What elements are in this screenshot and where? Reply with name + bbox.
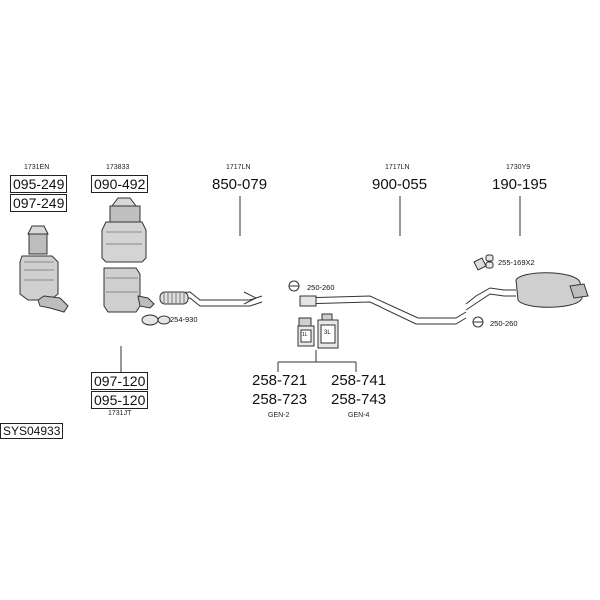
paste-can-large-label: 3L [324, 330, 331, 336]
clamp-number-255-169x2[interactable]: 255-169X2 [498, 258, 535, 267]
clamp-number-250-260-top[interactable]: 250-260 [307, 283, 335, 292]
paste-can-3l-drawing [317, 313, 339, 349]
paste-label-gen-2: GEN-2 [268, 412, 290, 419]
paste-number-258-723[interactable]: 258-723 [252, 391, 308, 408]
part-number-850-079[interactable]: 850-079 [212, 176, 268, 193]
paste-can-small-label: 1L [302, 332, 308, 338]
part-number-900-055[interactable]: 900-055 [372, 176, 428, 193]
part-ref-1731en: 1731EN [24, 164, 50, 171]
particulate-filter-173833-drawing [101, 197, 155, 313]
middle-pipe-900-055-drawing [299, 295, 467, 325]
part-ref-1717ln-middle: 1717LN [385, 164, 410, 171]
clamp-255-169x2-drawing [485, 254, 494, 269]
clamp-250-260-right-drawing [472, 316, 484, 328]
rear-silencer-190-195-drawing [465, 257, 589, 311]
system-id-badge: SYS04933 [0, 423, 64, 439]
part-number-095-120[interactable]: 095-120 [91, 391, 149, 409]
part-number-190-195[interactable]: 190-195 [492, 176, 548, 193]
clamp-number-254-930[interactable]: 254-930 [170, 315, 198, 324]
part-ref-1730y9: 1730Y9 [506, 164, 531, 171]
paste-number-258-743[interactable]: 258-743 [331, 391, 387, 408]
paste-number-258-721[interactable]: 258-721 [252, 372, 308, 389]
part-number-097-249[interactable]: 097-249 [10, 194, 68, 212]
paste-number-258-741[interactable]: 258-741 [331, 372, 387, 389]
paste-label-gen-4: GEN-4 [348, 412, 370, 419]
clamp-number-250-260-right[interactable]: 250-260 [490, 319, 518, 328]
part-ref-173833: 173833 [106, 164, 130, 171]
part-ref-1731jt: 1731JT [108, 410, 132, 417]
part-number-090-492[interactable]: 090-492 [91, 175, 149, 193]
part-number-097-120[interactable]: 097-120 [91, 372, 149, 390]
part-ref-1717ln-front: 1717LN [226, 164, 251, 171]
catalyst-1731EN-drawing [19, 225, 69, 313]
clamp-250-260-top-drawing [288, 280, 300, 292]
part-number-095-249[interactable]: 095-249 [10, 175, 68, 193]
paste-can-1l-drawing [297, 317, 315, 347]
front-pipe-850-079-drawing [159, 291, 263, 307]
clamp-254-930-drawing [141, 314, 171, 326]
